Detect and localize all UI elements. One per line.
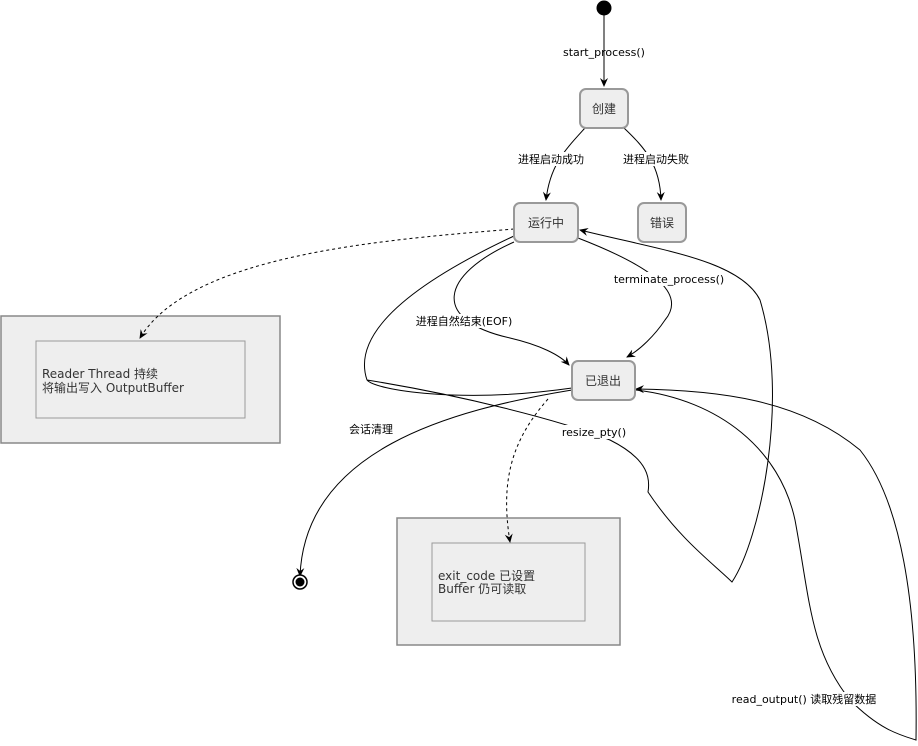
label-resize: resize_pty() (562, 426, 626, 439)
label-cleanup: 会话清理 (349, 423, 393, 436)
label-launch-fail: 进程启动失败 (623, 152, 689, 166)
state-error: 错误 (637, 202, 687, 243)
reader-note-line-1: Reader Thread 持续 (42, 366, 158, 381)
label-read-output: read_output() 读取残留数据 (732, 692, 877, 706)
state-running: 运行中 (513, 202, 579, 243)
edge-exit-note-dashed (504, 398, 549, 543)
edge-terminate (577, 237, 672, 358)
edge-read-output-loop (635, 385, 917, 741)
svg-text:已退出: 已退出 (585, 374, 621, 388)
svg-text:错误: 错误 (650, 216, 674, 230)
state-exited: 已退出 (571, 360, 636, 401)
exit-code-note: exit_code 已设置 Buffer 仍可读取 (396, 517, 621, 646)
label-launch-ok: 进程启动成功 (518, 153, 584, 166)
edge-natural-end (453, 241, 570, 366)
label-terminate: terminate_process() (614, 273, 724, 286)
label-natural-end: 进程自然结束(EOF) (416, 314, 513, 328)
exit-note-line-2: Buffer 仍可读取 (438, 582, 526, 596)
exit-note-line-1: exit_code 已设置 (438, 569, 535, 583)
state-created: 创建 (579, 88, 629, 129)
svg-text:创建: 创建 (592, 102, 616, 116)
reader-note-line-2: 将输出写入 OutputBuffer (42, 380, 184, 395)
initial-node (596, 0, 612, 16)
reader-thread-note: Reader Thread 持续 将输出写入 OutputBuffer (0, 315, 281, 444)
edge-cleanup (296, 389, 573, 577)
svg-text:运行中: 运行中 (528, 215, 564, 230)
final-node (292, 574, 308, 590)
label-start-process: start_process() (563, 46, 645, 59)
